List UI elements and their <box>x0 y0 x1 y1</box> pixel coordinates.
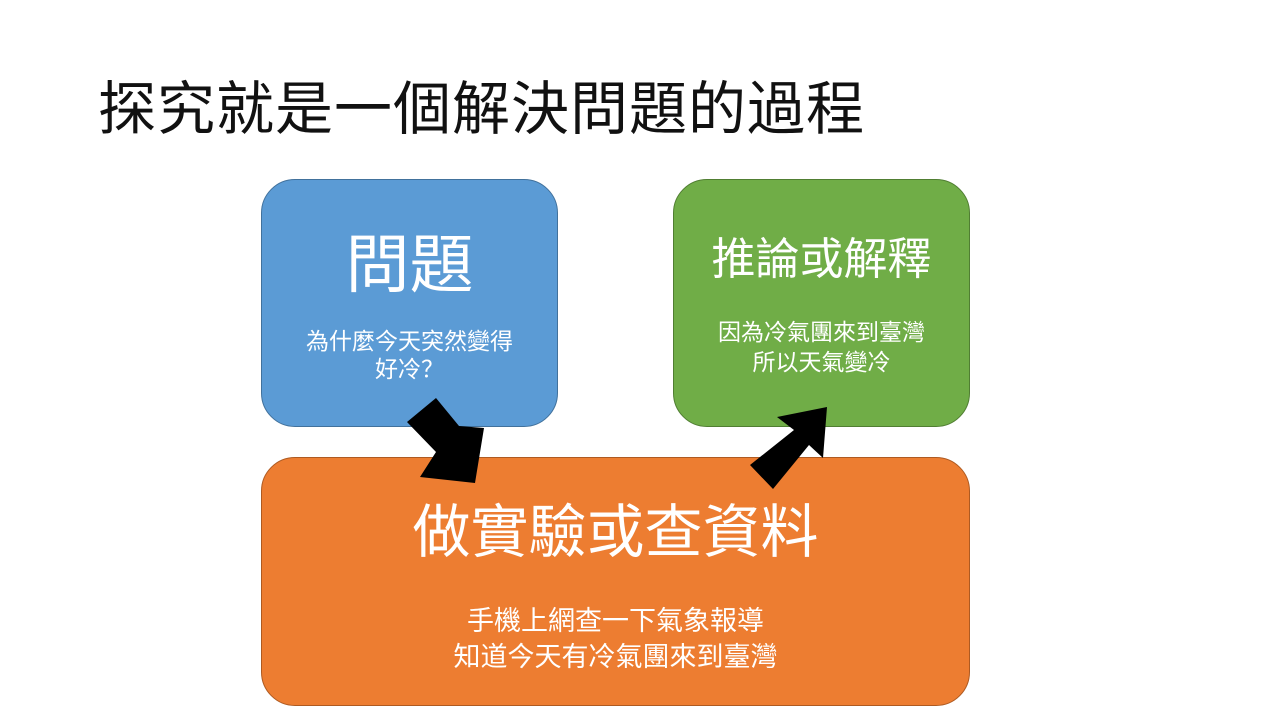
question-line: 好冷？ <box>375 357 444 383</box>
conclusion-line: 所以天氣變冷 <box>752 350 891 376</box>
question-body: 為什麼今天突然變得 好冷？ <box>280 328 539 384</box>
conclusion-line: 因為冷氣團來到臺灣 <box>718 320 925 346</box>
experiment-line: 手機上網查一下氣象報導 <box>467 606 764 637</box>
experiment-body: 手機上網查一下氣象報導 知道今天有冷氣團來到臺灣 <box>280 604 951 676</box>
experiment-box: 做實驗或查資料 手機上網查一下氣象報導 知道今天有冷氣團來到臺灣 <box>261 457 970 706</box>
conclusion-box: 推論或解釋 因為冷氣團來到臺灣 所以天氣變冷 <box>673 179 970 427</box>
conclusion-body: 因為冷氣團來到臺灣 所以天氣變冷 <box>692 318 951 378</box>
experiment-heading: 做實驗或查資料 <box>412 498 819 566</box>
slide-title: 探究就是一個解決問題的過程 <box>98 75 866 143</box>
question-box: 問題 為什麼今天突然變得 好冷？ <box>261 179 558 427</box>
experiment-line: 知道今天有冷氣團來到臺灣 <box>453 642 778 673</box>
question-heading: 問題 <box>345 229 474 303</box>
question-line: 為什麼今天突然變得 <box>306 329 513 355</box>
conclusion-heading: 推論或解釋 <box>711 234 932 285</box>
